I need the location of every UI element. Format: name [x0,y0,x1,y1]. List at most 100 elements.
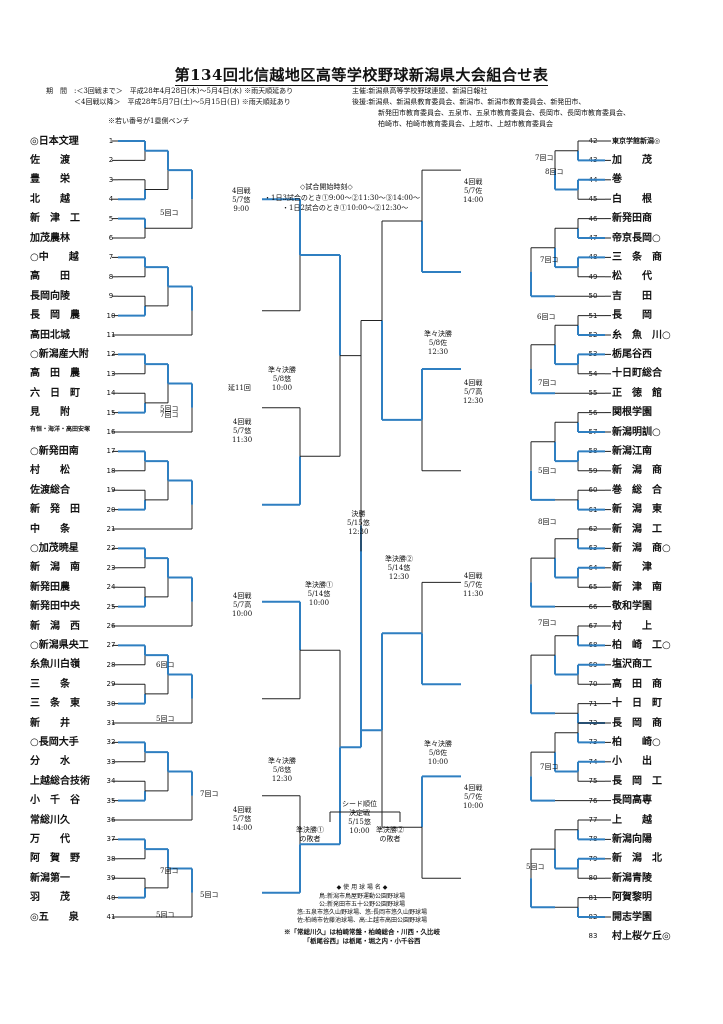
left-team-31: 新 井 [30,717,70,729]
left-team-3: 豊 栄 [30,174,70,186]
round-label-qf-d: 準々決勝 5/8佐 10:00 [424,740,452,767]
called-game-note: 7回コ [160,867,179,875]
called-game-note: 5回コ [156,911,175,919]
left-team-36: 常総川久 [30,814,70,826]
left-team-24: 新発田農 [30,581,70,593]
left-team-number-30: 30 [106,699,116,708]
left-team-number-5: 5 [108,214,114,223]
called-game-note: 6回コ [537,313,556,321]
right-team-78: 新潟向陽 [612,833,652,845]
round-label-loser2: 準決勝② の敗者 [376,826,404,843]
left-team-number-36: 36 [106,816,116,824]
right-team-71: 十 日 町 [612,698,662,710]
left-team-number-25: 25 [106,602,116,611]
schedule-line-1: ・1日3試合のとき①9:00〜②11:30〜③14:00〜 [264,194,420,202]
footnote-1: ※「常総川久」は柏崎常盤・柏崎総合・川西・久比岐 [284,928,440,936]
left-team-41: ◎五 泉 [30,911,79,923]
left-team-number-11: 11 [106,331,116,339]
called-game-note: 延11回 [228,384,251,392]
left-team-number-34: 34 [106,777,116,786]
left-team-number-33: 33 [106,757,116,766]
left-team-30: 三 条 東 [30,698,80,710]
called-game-note: 7回コ [535,154,554,162]
left-team-number-4: 4 [108,195,114,204]
left-team-22: ○加茂暁星 [30,542,79,554]
called-game-note: 5回コ [160,209,179,217]
called-game-note: 8回コ [538,518,557,526]
left-team-number-39: 39 [106,874,116,883]
right-team-62: 新 潟 工 [612,523,662,535]
round-label-qf-b: 準々決勝 5/8悠 12:30 [268,757,296,784]
left-team-19: 佐渡総合 [30,484,70,496]
round-label-loser1: 準決勝① の敗者 [296,826,324,843]
round-label-seed: シード順位 決定戦 5/15悠 10:00 [342,800,377,835]
right-team-83: 村上桜ケ丘◎ [612,930,671,942]
left-team-1: ◎日本文理 [30,135,79,147]
left-team-number-41: 41 [106,913,116,921]
left-team-number-2: 2 [108,156,114,165]
venue-line-4: 佐:柏崎市佐藤池球場、高:上越市高田公園野球場 [296,917,428,924]
left-team-number-27: 27 [106,641,116,650]
left-team-10: 長 岡 農 [30,310,80,322]
round-label-qf-c: 準々決勝 5/8佐 12:30 [424,330,452,357]
left-team-34: 上越総合技術 [30,775,90,787]
left-team-number-18: 18 [106,466,116,475]
called-game-note: 5回コ [526,863,545,871]
called-game-note: 7回コ [540,256,559,264]
round-label-r4-b: 4回戦 5/7悠 11:30 [232,417,253,444]
sponsors-2: 新発田市教育委員会、五泉市、五泉市教育委員会、長岡市、長岡市教育委員会、 [378,109,630,117]
left-team-number-21: 21 [106,525,116,533]
left-team-number-26: 26 [106,622,116,630]
left-team-13: 高 田 農 [30,368,80,380]
called-game-note: 7回コ [538,619,557,627]
right-team-51: 長 岡 [612,310,652,322]
right-team-50: 吉 田 [612,290,652,302]
left-team-18: 村 松 [30,465,70,477]
left-team-14: 六 日 町 [30,387,80,399]
right-team-42: 東京学館新潟◎ [612,136,661,145]
left-team-number-24: 24 [106,583,116,592]
left-team-20: 新 発 田 [30,504,80,516]
left-team-number-32: 32 [106,738,116,747]
left-team-4: 北 越 [30,193,70,205]
right-team-46: 新発田商 [612,213,652,225]
right-team-82: 開志学園 [612,911,652,923]
right-team-59: 新 潟 商 [612,465,662,477]
left-team-23: 新 潟 南 [30,562,80,574]
left-team-number-31: 31 [106,719,116,727]
left-team-number-12: 12 [106,350,116,359]
called-game-note: 5回コ [200,891,219,899]
right-team-56: 関根学園 [612,407,652,419]
left-team-7: ○中 越 [30,251,79,263]
left-team-number-17: 17 [106,447,116,456]
called-game-note: 7回コ [160,411,179,419]
left-team-15: 見 附 [30,407,70,419]
round-label-sf1: 準決勝① 5/14悠 10:00 [305,581,333,608]
left-team-number-22: 22 [106,544,116,553]
sponsors-3: 柏崎市、柏崎市教育委員会、上越市、上越市教育委員会 [378,120,553,128]
right-team-43: 加 茂 [612,154,652,166]
schedule-line-2: ・1日2試合のとき①10:00〜②12:30〜 [282,204,409,212]
round-label-r4-d: 4回戦 5/7悠 14:00 [232,805,253,832]
footnote-2: 「栃尾谷西」は栃尾・堀之内・小千谷西 [303,937,421,945]
venue-line-3: 悠:五泉市悠久山野球場、悠:長岡市悠久山野球場 [296,909,428,916]
round-label-r4-f: 4回戦 5/7高 12:30 [463,378,484,405]
left-team-27: ○新潟県央工 [30,639,89,651]
right-team-49: 松 代 [612,271,652,283]
left-team-33: 分 水 [30,756,70,768]
called-game-note: 5回コ [156,715,175,723]
right-team-79: 新 潟 北 [612,853,662,865]
right-team-44: 巻 [612,174,622,186]
left-team-number-37: 37 [106,835,116,844]
called-game-note: 7回コ [540,763,559,771]
left-team-number-20: 20 [106,505,116,514]
venue-line-1: 鳥:新潟市鳥屋野運動公園野球場 [318,893,406,900]
right-team-54: 十日町総合 [612,368,662,380]
schedule-title: ◇試合開始時刻◇ [300,183,353,191]
right-team-81: 阿賀黎明 [612,892,652,904]
right-team-55: 正 徳 館 [612,387,662,399]
called-game-note: 5回コ [538,467,557,475]
left-team-16: 有恒・海洋・高田安塚 [30,425,91,433]
round-label-sf2: 準決勝② 5/14悠 12:30 [385,555,413,582]
